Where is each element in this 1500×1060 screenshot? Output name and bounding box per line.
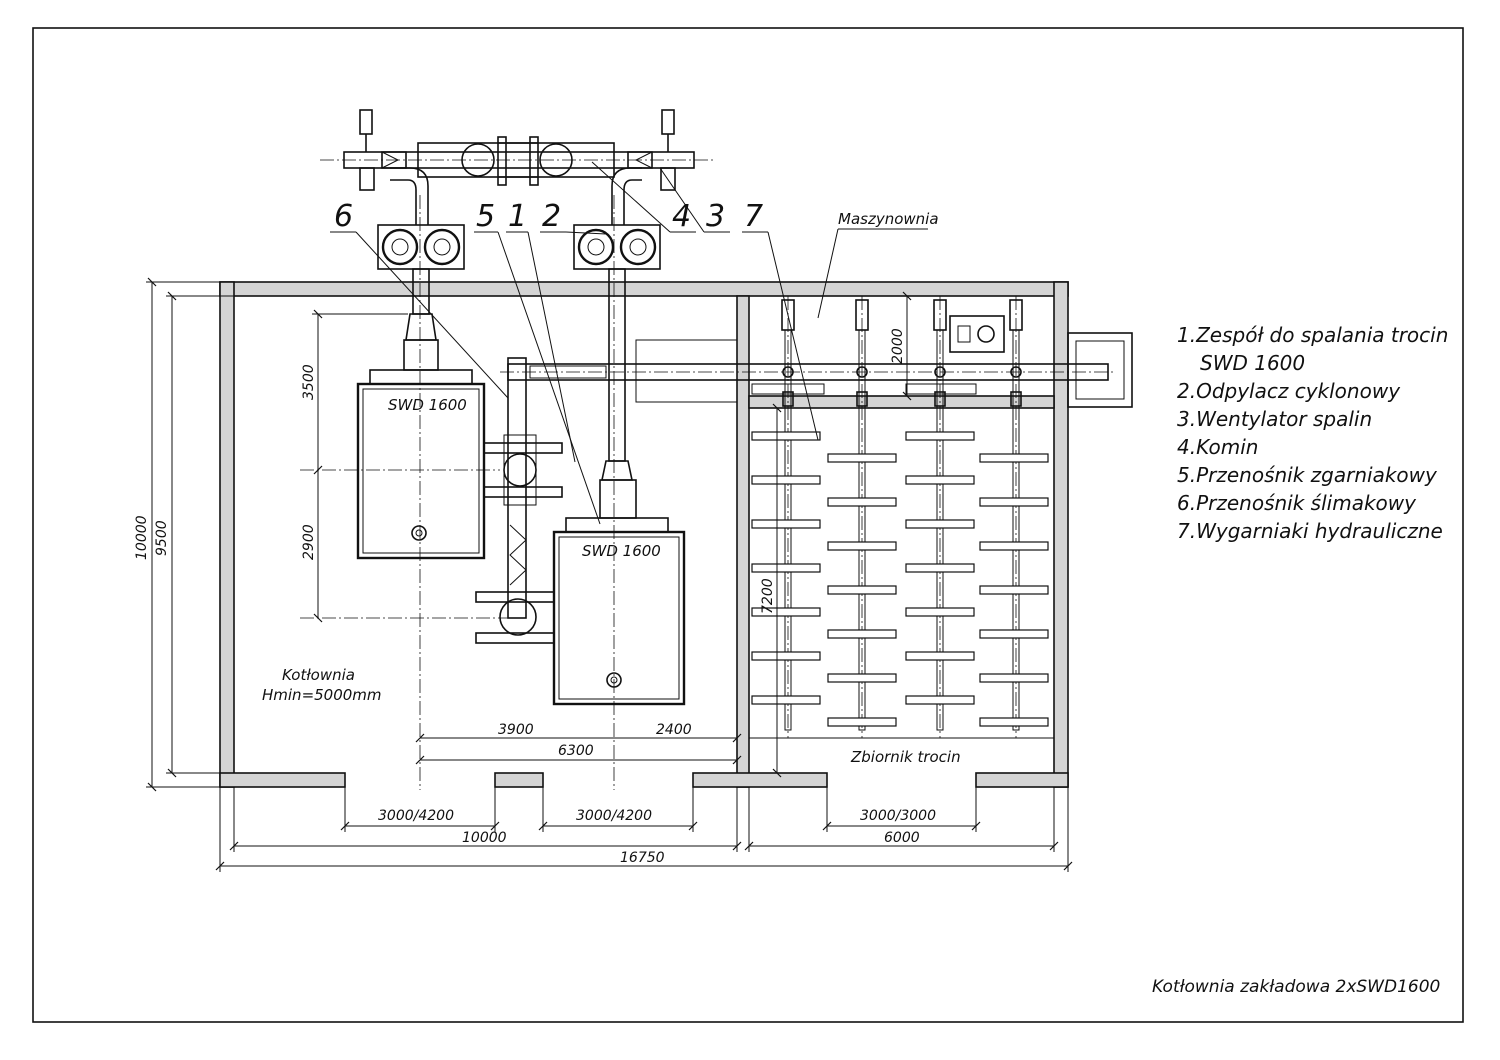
scraper-bar [827,453,897,463]
leader-3: 3 [706,199,725,234]
sheet-frame [32,27,1464,1023]
dim-6000: 6000 [884,830,920,846]
pusher-rod [936,329,944,731]
scraper-bar [827,629,897,639]
scraper-bar [979,673,1049,683]
leader-callouts: 6 5 1 2 4 3 7 [330,161,819,525]
pusher-guide [856,391,868,407]
legend-item-3: 3.Wentylator spalin [1177,407,1372,431]
pusher-rods [781,296,1023,738]
pusher-rod [784,329,792,731]
scraper-bar [905,519,975,529]
scraper-bar [905,431,975,441]
scraper-bar [827,497,897,507]
pusher-joint [934,366,946,378]
scraper-bar [827,585,897,595]
legend-item-5: 5.Przenośnik zgarniakowy [1177,463,1438,487]
scraper-bars [751,431,1049,727]
leader-7: 7 [744,199,763,234]
legend-item-2: 2.Odpylacz cyklonowy [1177,379,1401,403]
scraper-bar [979,585,1049,595]
dim-9500: 9500 [154,520,170,556]
legend-item-6: 6.Przenośnik ślimakowy [1177,491,1417,515]
pusher-guide [934,391,946,407]
drawing-title: Kotłownia zakładowa 2xSWD1600 [1152,977,1440,997]
scraper-bar [905,475,975,485]
legend: 1.Zespół do spalania trocin SWD 1600 2.O… [1177,323,1448,543]
scraper-bar [751,475,821,485]
scraper-bar [979,717,1049,727]
hydraulic-pushers [751,315,1005,395]
dim-6300: 6300 [558,743,594,759]
scraper-bar [751,607,821,617]
dim-2400: 2400 [656,722,692,738]
boiler-2-label: SWD 1600 [582,542,661,560]
pusher-joint [856,366,868,378]
dim-door-2: 3000/4200 [576,808,652,824]
dim-10000-vertical: 10000 [134,515,150,560]
scraper-bar [751,431,821,441]
pusher-guide [1010,391,1022,407]
scraper-bar [905,695,975,705]
legend-item-1-cont: SWD 1600 [1200,351,1305,375]
legend-item-7: 7.Wygarniaki hydrauliczne [1177,519,1443,543]
legend-item-4: 4.Komin [1177,435,1258,459]
pusher-rod [1012,329,1020,731]
room-labels: Maszynownia Kotłownia Hmin=5000mm Zbiorn… [262,210,961,766]
dim-16750: 16750 [620,850,665,866]
leader-5: 5 [476,199,495,234]
dim-door-1: 3000/4200 [378,808,454,824]
scraper-bar [751,695,821,705]
leader-1: 1 [508,199,527,234]
scraper-bar [751,563,821,573]
scraper-bar [905,651,975,661]
dim-10000-horizontal: 10000 [462,830,507,846]
building-walls [219,281,1133,788]
leader-4: 4 [672,199,691,234]
legend-item-1: 1.Zespół do spalania trocin [1177,323,1448,347]
scraper-bar [751,519,821,529]
scraper-bar [751,651,821,661]
pusher-rod [858,329,866,731]
scraper-bar [905,563,975,573]
label-zbiornik: Zbiornik trocin [850,748,961,766]
scraper-bar [979,541,1049,551]
scraper-bar [827,541,897,551]
boiler-2: SWD 1600 [552,460,686,706]
scraper-bar [979,497,1049,507]
dim-door-3: 3000/3000 [860,808,936,824]
scraper-bar [827,717,897,727]
dim-3500: 3500 [301,364,317,400]
scraper-bar [979,453,1049,463]
pusher-joint [1010,366,1022,378]
label-kotlownia: Kotłownia [282,666,355,684]
leader-6: 6 [334,199,353,234]
boiler-1-label: SWD 1600 [388,396,467,414]
dim-3900: 3900 [498,722,534,738]
dim-7200: 7200 [760,578,776,614]
pusher-guide [782,391,794,407]
label-hmin: Hmin=5000mm [262,686,382,704]
scraper-bar [827,673,897,683]
scraper-bar [905,607,975,617]
boiler-1: SWD 1600 [356,313,486,560]
label-maszynownia: Maszynownia [838,210,939,228]
center-lines [300,195,615,790]
pusher-joint [782,366,794,378]
dimensions: 3500 2900 10000 9500 2000 7200 3900 2400… [134,277,1073,872]
dim-2900: 2900 [301,524,317,560]
dim-2000: 2000 [890,328,906,364]
leader-2: 2 [542,199,561,234]
scraper-bar [979,629,1049,639]
